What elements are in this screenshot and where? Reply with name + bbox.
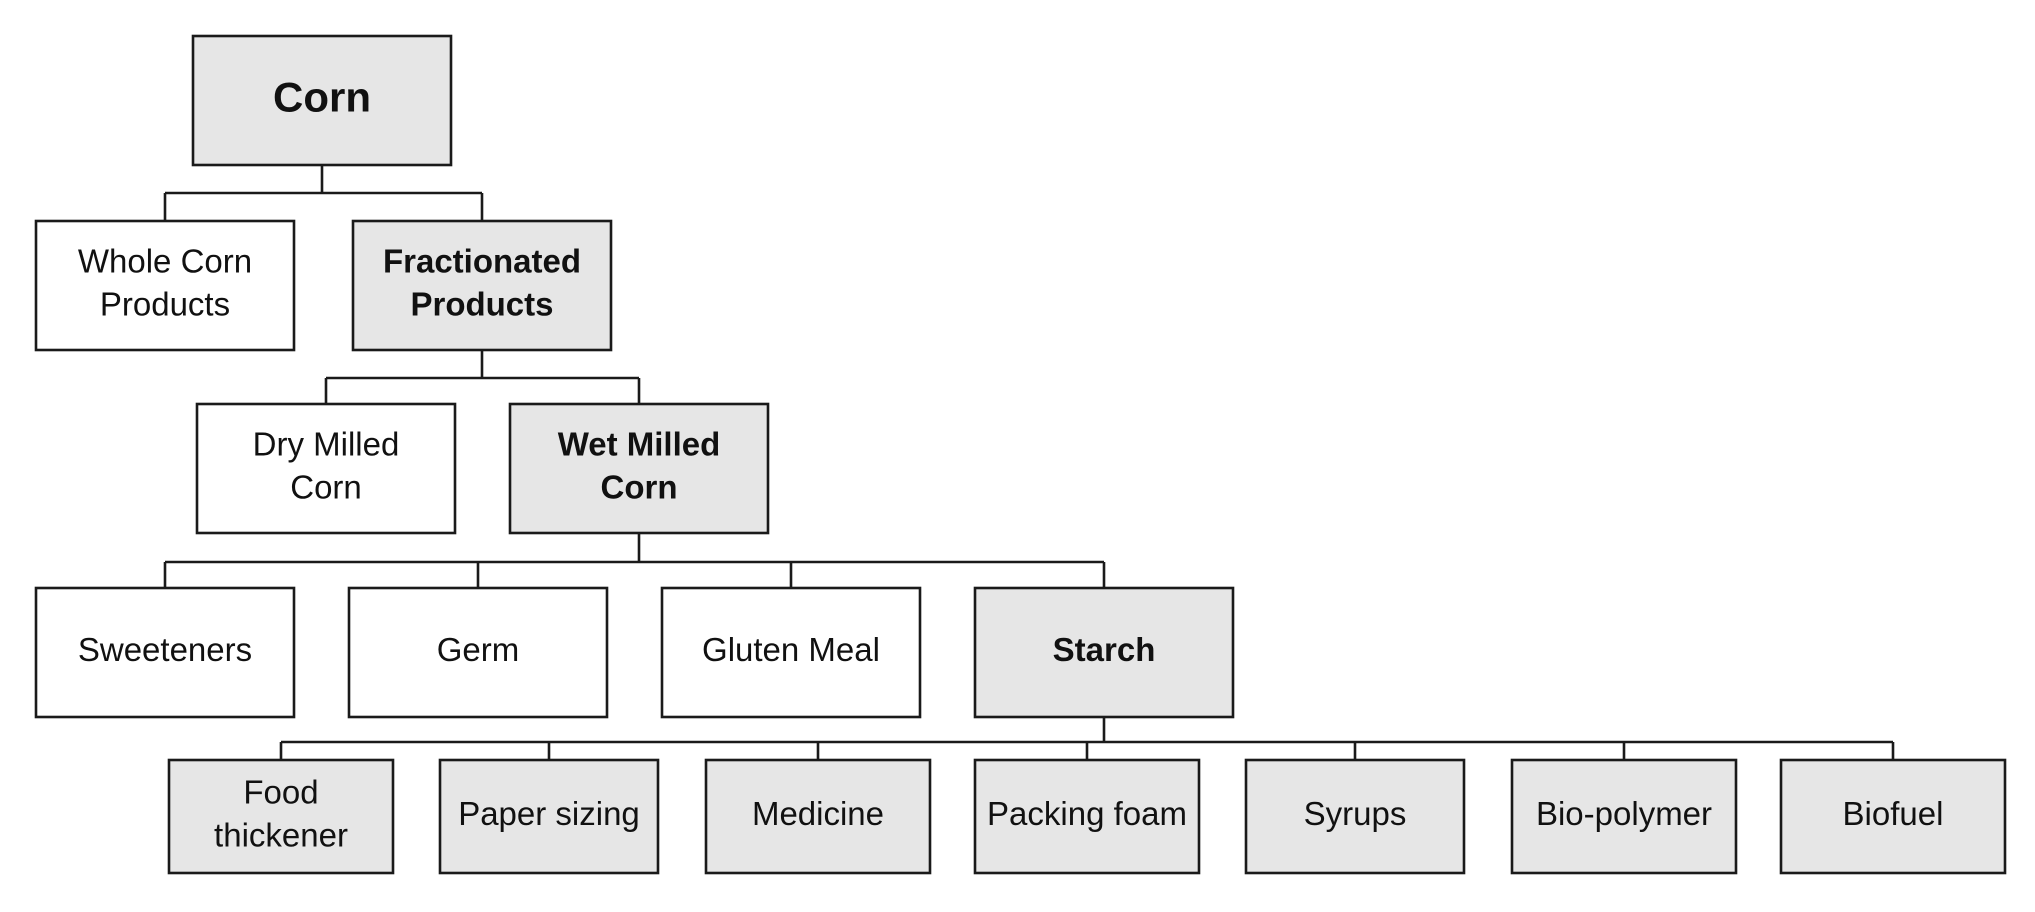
- node-biofuel: Biofuel: [1779, 758, 2007, 875]
- node-corn-box: [191, 34, 453, 167]
- node-bio-polymer-label-line: Bio-polymer: [1536, 795, 1712, 832]
- node-gluten-meal-label-line: Gluten Meal: [702, 631, 880, 668]
- node-paper-sizing-label-line: Paper sizing: [458, 795, 640, 832]
- node-gluten-meal: Gluten Meal: [660, 586, 922, 719]
- node-medicine-label-line: Medicine: [752, 795, 884, 832]
- node-wet-milled-label-line: Corn: [601, 469, 678, 506]
- node-dry-milled-box: [195, 402, 457, 535]
- node-fractionated-label-line: Fractionated: [383, 243, 581, 280]
- node-germ-label-line: Germ: [437, 631, 520, 668]
- node-biofuel-label-line: Biofuel: [1843, 795, 1944, 832]
- node-paper-sizing-box: [438, 758, 660, 875]
- node-syrups-label-line: Syrups: [1304, 795, 1407, 832]
- node-starch-label-line: Starch: [1053, 631, 1156, 668]
- node-dry-milled-label-line: Dry Milled: [253, 426, 400, 463]
- node-bio-polymer: Bio-polymer: [1510, 758, 1738, 875]
- node-food-thickener-label-line: thickener: [214, 817, 348, 854]
- node-packing-foam: Packing foam: [973, 758, 1201, 875]
- node-packing-foam-label-line: Packing foam: [987, 795, 1187, 832]
- node-fractionated-label-line: Products: [410, 286, 553, 323]
- node-starch-box: [973, 586, 1235, 719]
- node-food-thickener-box: [167, 758, 395, 875]
- node-syrups: Syrups: [1244, 758, 1466, 875]
- node-wet-milled-label-line: Wet Milled: [558, 426, 721, 463]
- node-sweeteners-box: [34, 586, 296, 719]
- node-sweeteners: Sweeteners: [34, 586, 296, 719]
- node-packing-foam-box: [973, 758, 1201, 875]
- node-syrups-box: [1244, 758, 1466, 875]
- node-germ-box: [347, 586, 609, 719]
- node-whole-corn-label-line: Products: [100, 286, 230, 323]
- node-starch: Starch: [973, 586, 1235, 719]
- node-germ: Germ: [347, 586, 609, 719]
- node-wet-milled-box: [508, 402, 770, 535]
- node-food-thickener: Food thickener: [167, 758, 395, 875]
- node-paper-sizing: Paper sizing: [438, 758, 660, 875]
- node-dry-milled-label-line: Corn: [290, 469, 362, 506]
- node-sweeteners-label-line: Sweeteners: [78, 631, 252, 668]
- node-medicine-box: [704, 758, 932, 875]
- connector-lines: [163, 165, 1895, 760]
- node-whole-corn-label-line: Whole Corn: [78, 243, 252, 280]
- node-medicine: Medicine: [704, 758, 932, 875]
- node-biofuel-box: [1779, 758, 2007, 875]
- node-fractionated-box: [351, 219, 613, 352]
- node-corn-label-line: Corn: [273, 74, 371, 121]
- node-food-thickener-label-line: Food: [243, 774, 318, 811]
- node-bio-polymer-box: [1510, 758, 1738, 875]
- node-corn: Corn: [191, 34, 453, 167]
- node-gluten-meal-box: [660, 586, 922, 719]
- node-whole-corn-box: [34, 219, 296, 352]
